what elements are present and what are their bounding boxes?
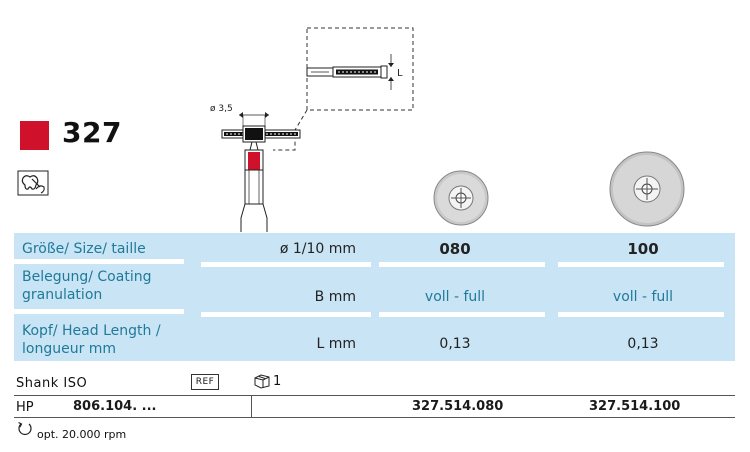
hp-label: HP — [16, 400, 34, 415]
spec-label-size: Größe/ Size/ taille — [22, 241, 146, 257]
hp-iso-number: 806.104. ... — [73, 399, 157, 414]
tooth-application-icon — [17, 170, 49, 196]
pack-quantity: 1 — [273, 374, 282, 389]
length-label: L — [397, 68, 403, 79]
divider-bottom — [14, 417, 735, 418]
rotation-icon — [18, 421, 32, 435]
row-separator — [558, 262, 724, 267]
spec-unit-coating: B mm — [314, 289, 356, 305]
shank-iso-label: Shank ISO — [16, 376, 88, 391]
ref-label: REF — [191, 374, 219, 390]
instrument-drawing: L ø 3,5 — [210, 27, 414, 232]
spec-value-100-coating: voll - full — [612, 289, 674, 305]
order-code-080: 327.514.080 — [412, 399, 504, 414]
disc-image-100 — [609, 151, 685, 227]
rpm-label: opt. 20.000 rpm — [37, 428, 127, 441]
spec-label-head-length: Kopf/ Head Length / longueur mm — [22, 323, 161, 357]
divider-vertical — [251, 395, 252, 417]
row-separator — [201, 262, 371, 267]
order-code-100: 327.514.100 — [589, 399, 681, 414]
product-number: 327 — [62, 116, 122, 149]
divider-top — [14, 395, 735, 396]
diameter-label: ø 3,5 — [210, 104, 233, 114]
spec-table — [14, 233, 735, 361]
spec-value-080-size: 080 — [439, 240, 471, 258]
spec-unit-size: ø 1/10 mm — [279, 241, 356, 257]
row-separator — [379, 262, 545, 267]
spec-value-100-size: 100 — [627, 240, 659, 258]
spec-value-100-head-length: 0,13 — [627, 336, 659, 352]
spec-value-080-coating: voll - full — [424, 289, 486, 305]
row-separator — [14, 259, 184, 264]
spec-value-080-head-length: 0,13 — [439, 336, 471, 352]
product-color-swatch — [20, 121, 49, 150]
spec-unit-head-length: L mm — [316, 336, 356, 352]
row-separator — [14, 309, 184, 314]
row-separator — [201, 312, 371, 317]
row-separator — [558, 312, 724, 317]
package-icon — [254, 374, 270, 389]
spec-label-coating: Belegung/ Coating granulation — [22, 269, 152, 303]
disc-image-080 — [433, 170, 489, 226]
row-separator — [379, 312, 545, 317]
